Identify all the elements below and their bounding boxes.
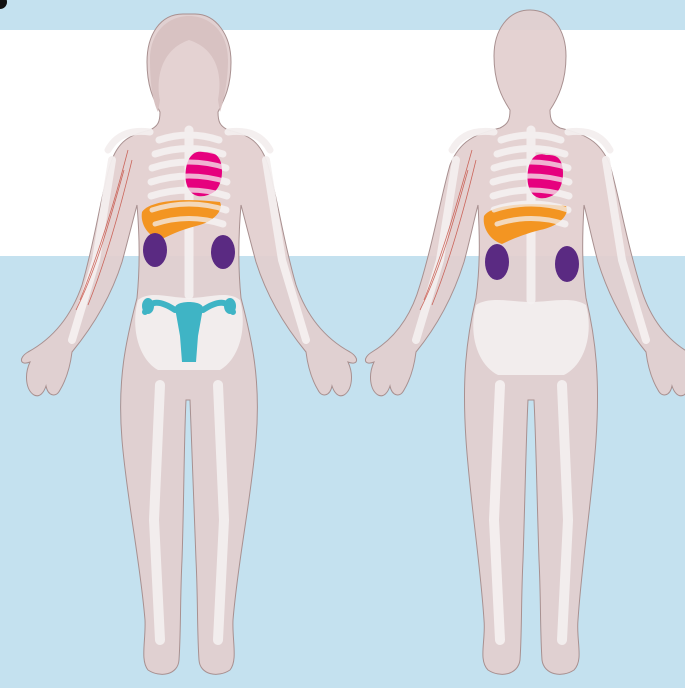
- male-leg-bone-right: [562, 385, 568, 640]
- kidney-icon: [211, 235, 235, 269]
- female-leg-bone-left: [154, 385, 160, 640]
- kidney-icon: [143, 233, 167, 267]
- male-leg-bone-left: [494, 385, 500, 640]
- female-leg-bone-right: [218, 385, 224, 640]
- kidney-icon: [555, 246, 579, 282]
- male-pelvis: [473, 300, 589, 375]
- kidney-icon: [485, 244, 509, 280]
